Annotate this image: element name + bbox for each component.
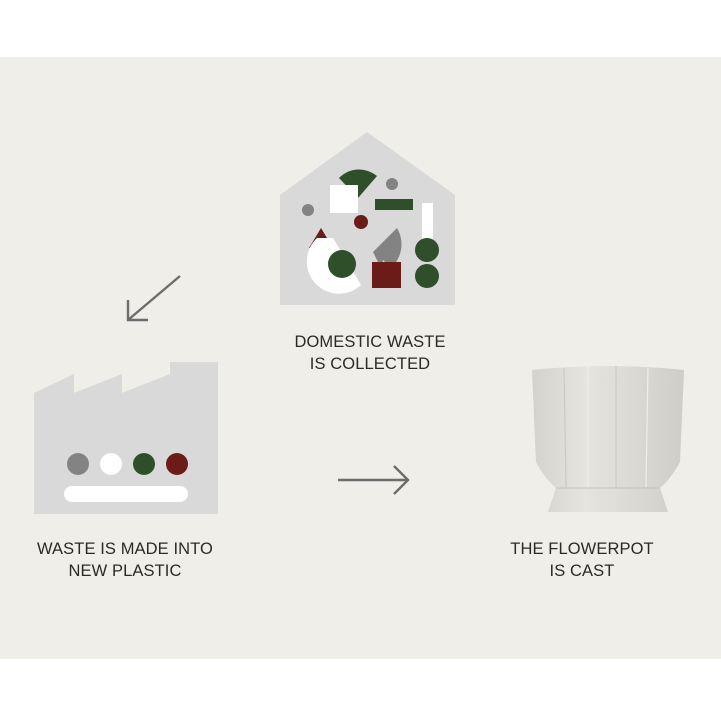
- step-collect-line1: DOMESTIC WASTE: [294, 333, 446, 351]
- step-plastic-label: WASTE IS MADE INTO NEW PLASTIC: [5, 538, 245, 582]
- arrow-down-left-icon: [126, 275, 181, 322]
- step-cast-line1: THE FLOWERPOT: [510, 540, 654, 558]
- flowerpot-icon: [532, 366, 684, 512]
- step-collect-label: DOMESTIC WASTE IS COLLECTED: [240, 331, 500, 375]
- factory-icon: [34, 362, 218, 514]
- house-icon: [280, 132, 455, 305]
- arrow-right-icon: [338, 465, 410, 495]
- step-plastic-line1: WASTE IS MADE INTO: [37, 540, 213, 558]
- step-cast-line2: IS CAST: [549, 562, 615, 580]
- step-cast-label: THE FLOWERPOT IS CAST: [482, 538, 682, 582]
- step-plastic-line2: NEW PLASTIC: [68, 562, 182, 580]
- step-collect-line2: IS COLLECTED: [309, 355, 431, 373]
